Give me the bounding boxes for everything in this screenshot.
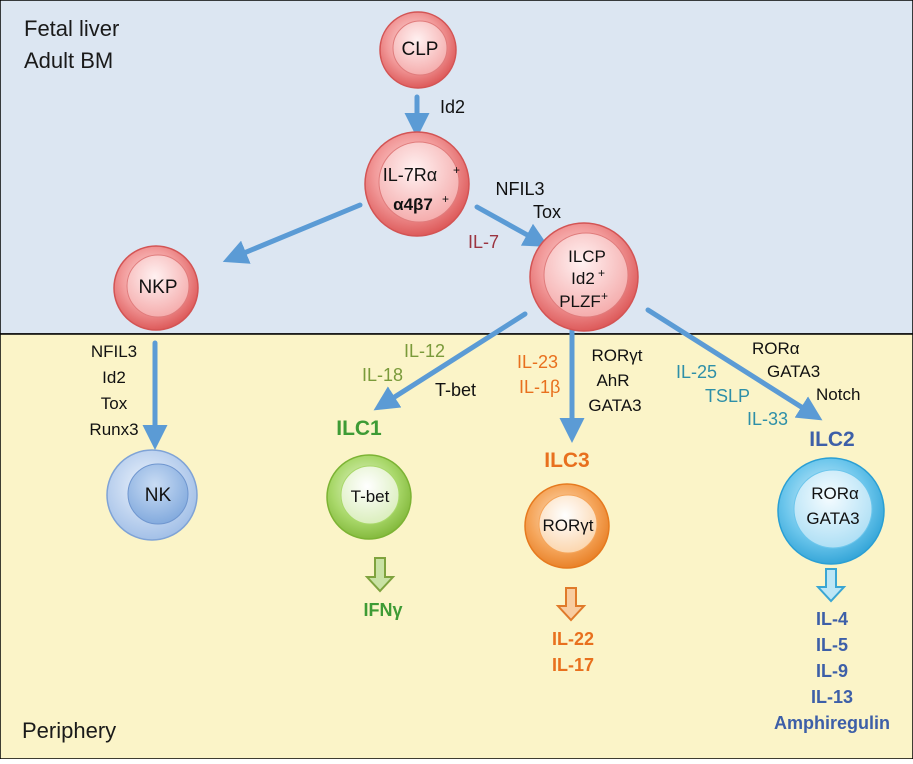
output-ilc3-0: IL-22 xyxy=(552,629,594,649)
cell-clp-label: CLP xyxy=(402,39,439,60)
cell-nk-label: NK xyxy=(145,485,172,506)
cell-ilcp-line2-sup: + xyxy=(598,266,605,280)
cell-il7r-line1-sup: + xyxy=(453,163,460,177)
cell-ilc1-label: T-bet xyxy=(351,487,390,506)
arrow-output-ilc1 xyxy=(364,557,396,593)
cell-ilcp-line1: ILCP xyxy=(568,247,606,266)
cell-il7r: IL-7Rα + α4β7 + xyxy=(364,131,470,237)
cell-ilc1: T-bet xyxy=(326,454,412,540)
output-ilc2-3: IL-13 xyxy=(811,687,853,707)
arrow-ilcp-to-ilc1 xyxy=(373,311,528,411)
region-label-periphery: Periphery xyxy=(22,718,116,743)
cell-nkp: NKP xyxy=(113,245,199,331)
cell-nkp-label: NKP xyxy=(138,277,177,298)
factor-notch: Notch xyxy=(816,385,860,404)
cell-ilcp-line3-sup: + xyxy=(601,289,608,303)
factor-nk-0: NFIL3 xyxy=(91,342,137,361)
factor-gata3-ilc2: GATA3 xyxy=(767,362,820,381)
region-label-fetal-liver: Fetal liver xyxy=(24,16,119,41)
cell-nk: NK xyxy=(106,449,198,541)
cell-ilcp: ILCP Id2 + PLZF + xyxy=(529,222,639,332)
factor-il25: IL-25 xyxy=(676,362,717,382)
factor-nk-3: Runx3 xyxy=(89,420,138,439)
factor-il7: IL-7 xyxy=(468,232,499,252)
factor-tox-top: Tox xyxy=(533,202,561,222)
factor-il1b: IL-1β xyxy=(519,377,560,397)
output-ilc2-1: IL-5 xyxy=(816,635,848,655)
cell-ilc3: RORγt xyxy=(524,483,610,569)
arrow-ilcp-to-ilc2 xyxy=(645,307,823,421)
factor-ahr: AhR xyxy=(596,371,629,390)
cell-il7r-line1: IL-7Rα xyxy=(383,165,437,185)
cell-ilc2-line1: RORα xyxy=(811,484,859,503)
factor-nfil3-top: NFIL3 xyxy=(495,179,544,199)
arrow-output-ilc3 xyxy=(555,587,587,622)
output-ilc1-0: IFNγ xyxy=(363,600,402,620)
factor-gata3: GATA3 xyxy=(588,396,641,415)
arrow-il7r-to-ilcp xyxy=(474,204,549,247)
factor-rorgt: RORγt xyxy=(592,346,643,365)
ilc2-title: ILC2 xyxy=(809,428,855,451)
factor-il23: IL-23 xyxy=(517,352,558,372)
cell-il7r-line2-sup: + xyxy=(442,192,449,206)
ilc1-title: ILC1 xyxy=(336,417,382,440)
factor-il33: IL-33 xyxy=(747,409,788,429)
bottom-region xyxy=(0,333,913,760)
factor-rora: RORα xyxy=(752,339,800,358)
ilc3-title: ILC3 xyxy=(544,449,590,472)
factor-il18: IL-18 xyxy=(362,365,403,385)
output-ilc2-0: IL-4 xyxy=(816,609,848,629)
factor-tbet: T-bet xyxy=(435,380,476,400)
arrow-output-ilc2 xyxy=(815,568,847,603)
output-ilc2-4: Amphiregulin xyxy=(774,713,890,733)
arrow-il7r-to-nkp xyxy=(222,202,363,264)
factor-tslp: TSLP xyxy=(705,386,750,406)
cell-ilcp-line3: PLZF xyxy=(559,292,601,311)
factor-id2: Id2 xyxy=(440,97,465,117)
factor-il12: IL-12 xyxy=(404,341,445,361)
region-label-adult-bm: Adult BM xyxy=(24,48,113,73)
cell-il7r-line2: α4β7 xyxy=(393,195,433,214)
cell-ilc2: RORα GATA3 xyxy=(777,457,885,565)
output-ilc2-2: IL-9 xyxy=(816,661,848,681)
output-ilc3-1: IL-17 xyxy=(552,655,594,675)
factor-nk-2: Tox xyxy=(101,394,128,413)
cell-clp: CLP xyxy=(379,11,457,89)
cell-ilc3-label: RORγt xyxy=(543,516,594,535)
factor-nk-1: Id2 xyxy=(102,368,126,387)
cell-ilc2-line2: GATA3 xyxy=(806,509,859,528)
cell-ilcp-line2: Id2 xyxy=(571,269,595,288)
